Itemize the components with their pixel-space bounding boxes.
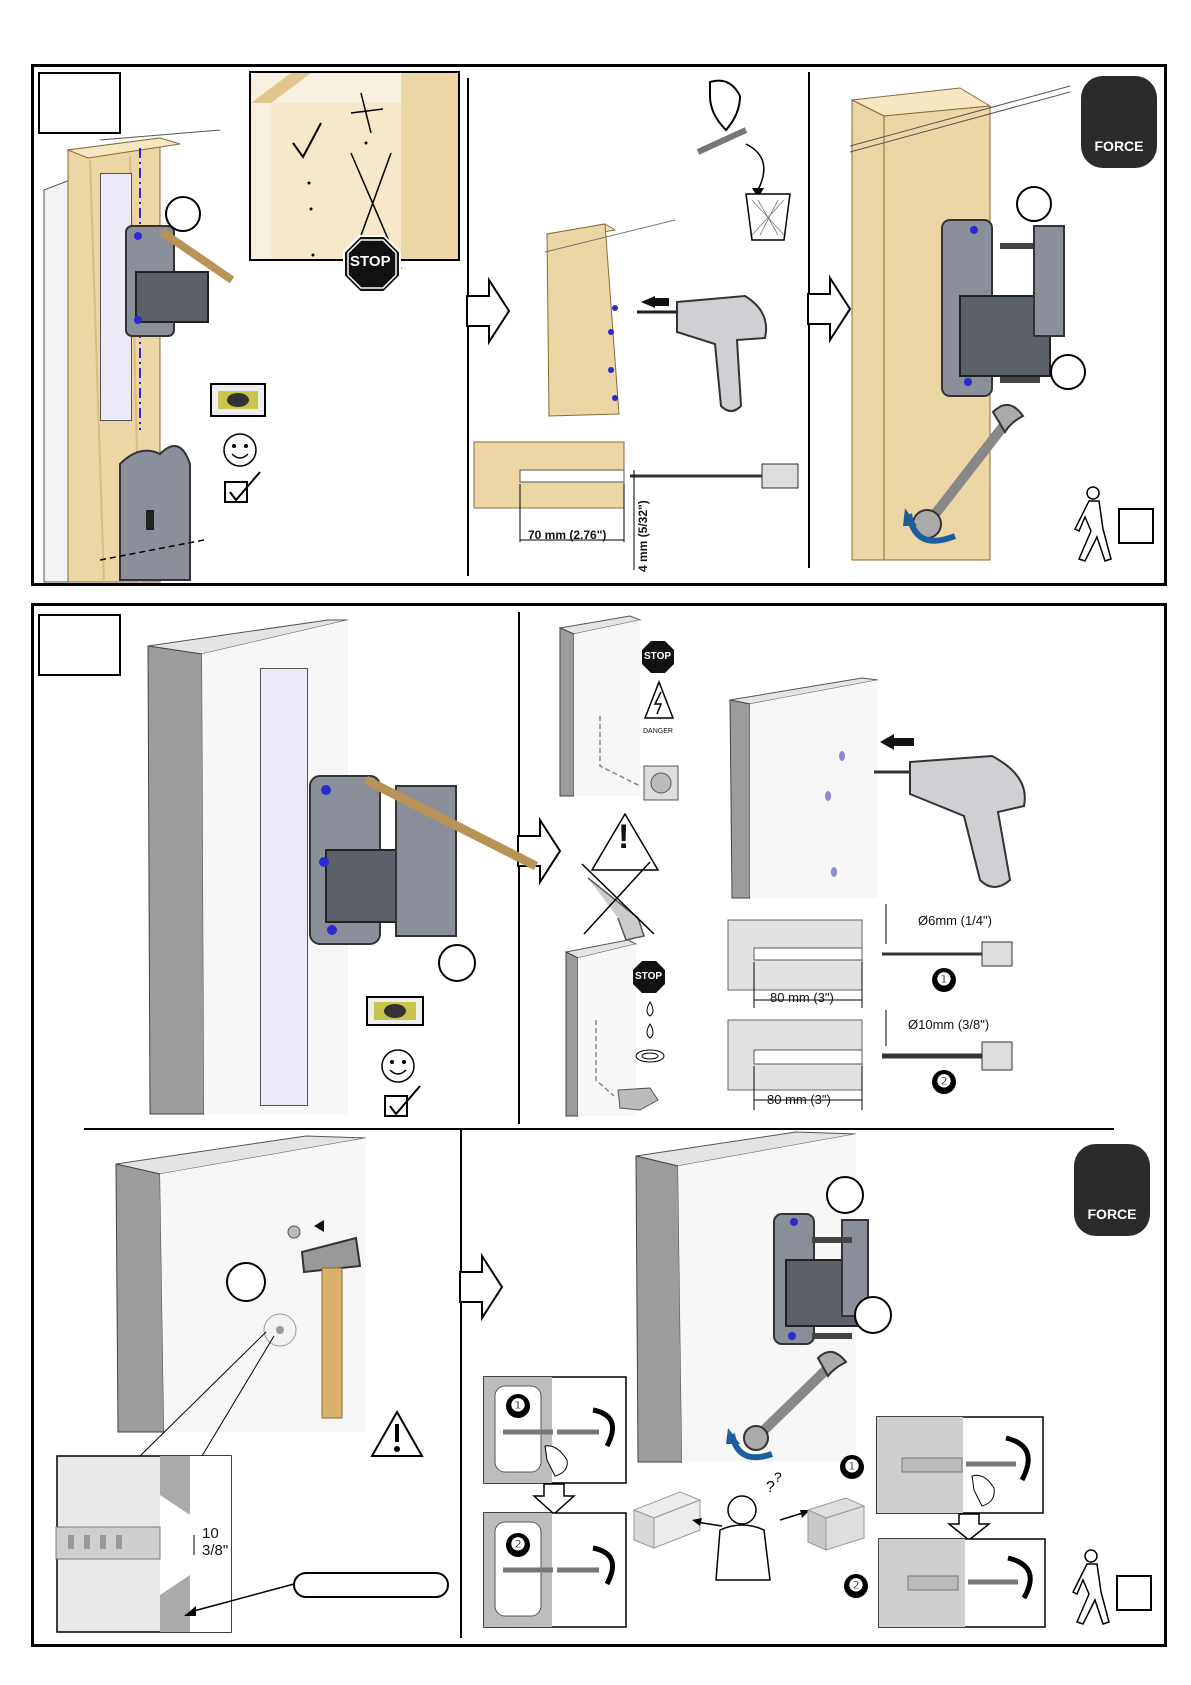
- bottom-divider-lower: [460, 1130, 462, 1638]
- hand-step-number-2: ❷: [506, 1533, 530, 1557]
- spirit-level: [260, 668, 308, 1106]
- next-step-arrow-icon: [460, 1256, 504, 1318]
- step-number-1: ❶: [932, 968, 956, 992]
- svg-text:?: ?: [774, 1469, 782, 1485]
- drill-diameter-label: 4 mm (5/32"): [636, 500, 650, 572]
- checkbox-check-icon: [384, 1084, 424, 1118]
- anchor-label-pill: [293, 1572, 449, 1598]
- drill-bit-10mm-label: Ø10mm (3/8"): [908, 1017, 989, 1032]
- force-label: FORCE: [1095, 138, 1144, 154]
- warning-triangle-icon: [370, 1410, 424, 1458]
- smiley-icon: [222, 432, 258, 468]
- anchor-detail-lines: [140, 1320, 300, 1460]
- stop-label: STOP: [350, 253, 391, 270]
- danger-label: DANGER: [643, 728, 673, 735]
- callout-bubble: [438, 944, 476, 982]
- anchor-depth-10-label: 10: [202, 1525, 219, 1542]
- wrench-icon: [905, 402, 1025, 552]
- stop-label: STOP: [635, 971, 662, 982]
- level-bubble-icon: [366, 996, 424, 1026]
- right-step-number-2: ❷: [844, 1574, 868, 1598]
- wrench-icon: [728, 1350, 848, 1460]
- pointer-line: [180, 1582, 300, 1622]
- step-number-2: ❷: [932, 1070, 956, 1094]
- stop-label: STOP: [644, 651, 671, 662]
- inset-wood-detail: [251, 73, 458, 259]
- bracket-icon: [122, 222, 232, 340]
- callout-bubble: [1050, 354, 1086, 390]
- brick-block-icon: [806, 1496, 866, 1552]
- level-bubble-icon: [210, 383, 266, 417]
- warning-mark: !: [618, 818, 629, 857]
- force-badge: FORCE: [1081, 76, 1157, 168]
- walking-man-icon: [1073, 1548, 1153, 1632]
- callout-bubble: [1016, 186, 1052, 222]
- water-drop-icon: [630, 1000, 670, 1080]
- no-drill-icon: [578, 858, 658, 940]
- hand-screw-panel-1: [483, 1376, 627, 1484]
- anchor-screw-panel-2: [878, 1538, 1046, 1628]
- drill-concrete-illustration: [730, 676, 1050, 906]
- drill-depth-80-label-2: 80 mm (3"): [767, 1092, 831, 1107]
- hinge-plate-icon: [100, 430, 210, 580]
- checkbox-check-icon: [224, 470, 264, 504]
- callout-bubble: [226, 1262, 266, 1302]
- callout-bubble: [165, 196, 201, 232]
- thinking-man-icon: ? ?: [700, 1470, 790, 1590]
- anchor-depth-inch-label: 3/8": [202, 1542, 228, 1559]
- anchor-screw-panel-1: [876, 1416, 1044, 1514]
- drill-bit-6mm-label: Ø6mm (1/4"): [918, 913, 992, 928]
- walking-man-icon: [1075, 485, 1155, 569]
- high-voltage-icon: [643, 680, 675, 720]
- callout-bubble: [826, 1176, 864, 1214]
- callout-bubble: [854, 1296, 892, 1334]
- drill-depth-label: 70 mm (2.76"): [528, 528, 606, 542]
- hand-step-number-1: ❶: [506, 1394, 530, 1418]
- next-step-arrow-icon: [467, 280, 511, 342]
- drill-wood-illustration: [545, 220, 775, 420]
- bottom-divider-horizontal: [84, 1128, 1114, 1130]
- force-label: FORCE: [1088, 1206, 1137, 1222]
- arrow-left-line: [692, 1514, 722, 1528]
- bracket-icon: [306, 770, 546, 950]
- step-number-box-top: [38, 72, 121, 134]
- step-number-box-bottom: [38, 614, 121, 676]
- drill-depth-80-label-1: 80 mm (3"): [770, 990, 834, 1005]
- right-step-number-1: ❶: [840, 1455, 864, 1479]
- smiley-icon: [380, 1048, 416, 1084]
- hand-screw-panel-2: [483, 1512, 627, 1628]
- force-badge: FORCE: [1074, 1144, 1150, 1236]
- next-step-arrow-icon: [808, 278, 852, 340]
